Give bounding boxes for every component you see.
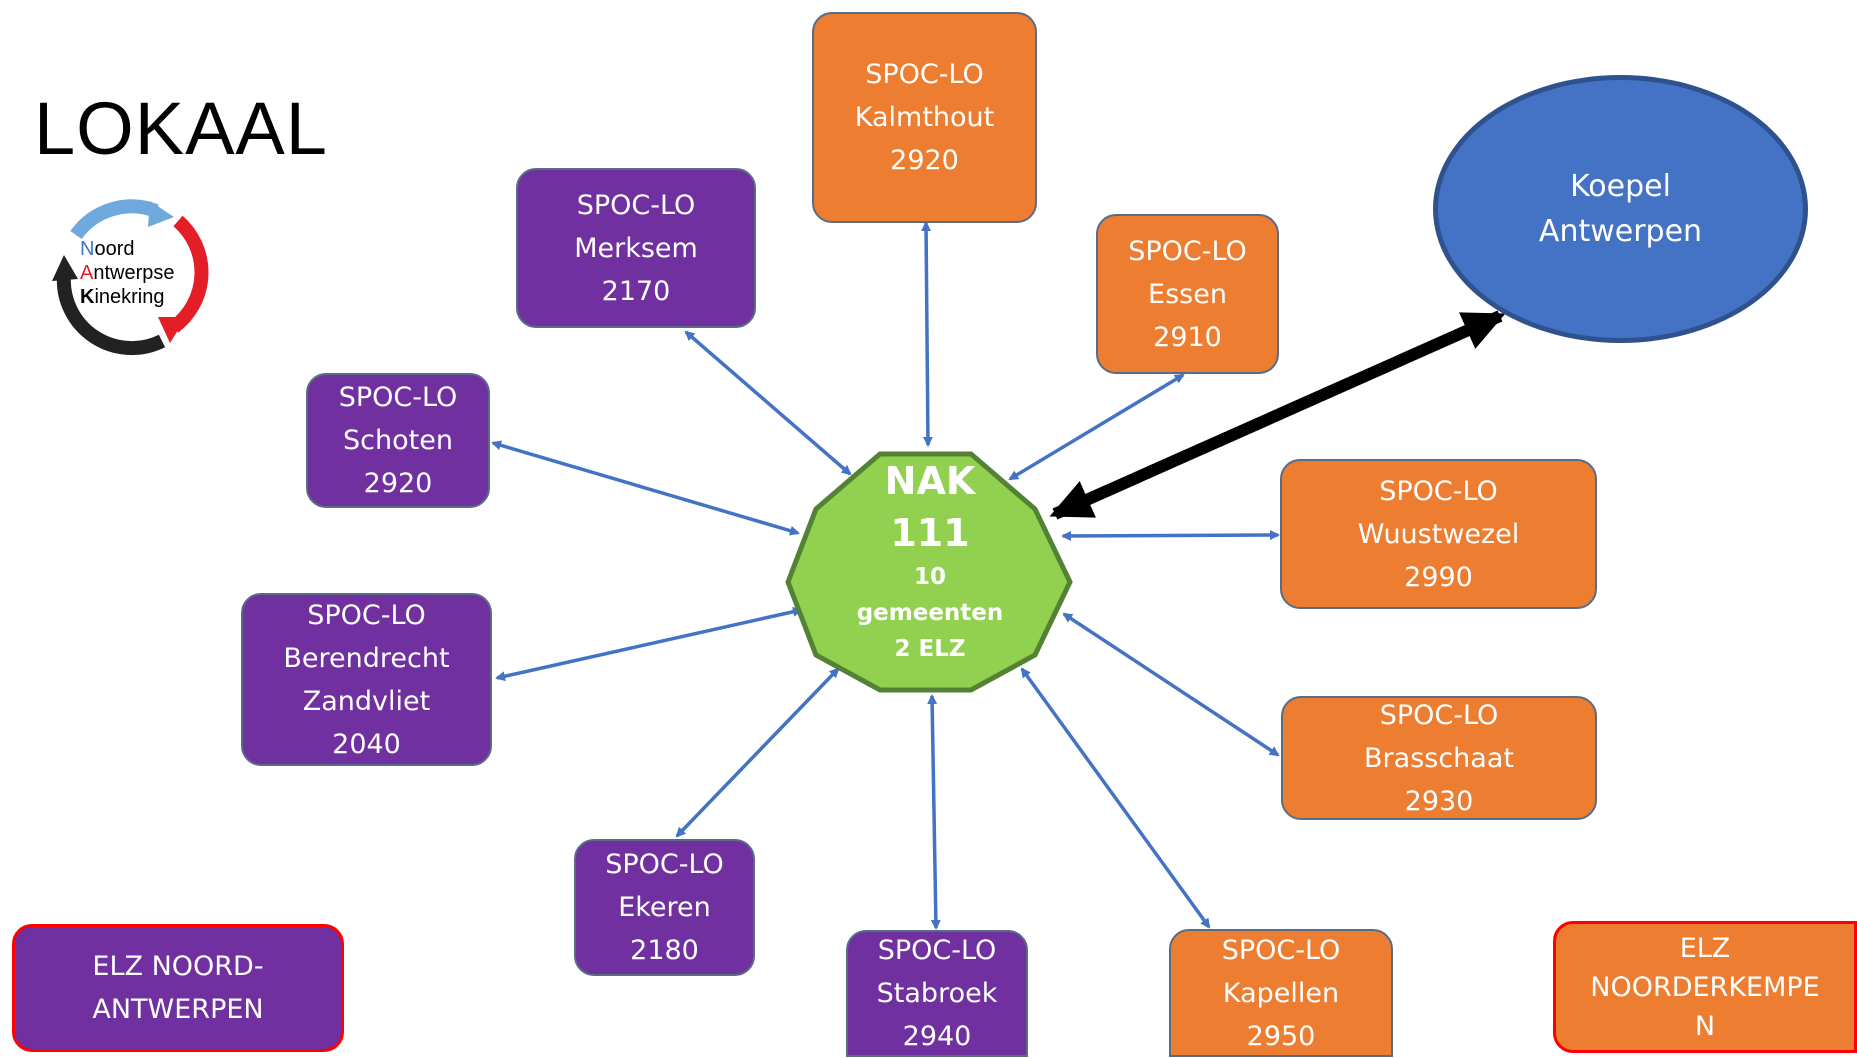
node-line: Essen: [1148, 278, 1227, 310]
node-line: 2940: [902, 1021, 972, 1052]
node-brasschaat: SPOC-LO Brasschaat 2930: [1281, 696, 1597, 820]
node-kapellen: SPOC-LO Kapellen 2950: [1169, 929, 1393, 1057]
node-line: ELZ NOORD-: [92, 951, 264, 982]
node-line: ANTWERPEN: [92, 994, 264, 1025]
node-line: SPOC-LO: [865, 59, 984, 90]
node-line: 2180: [630, 935, 699, 966]
koepel-line-2: Antwerpen: [1538, 214, 1703, 249]
node-line: 2170: [601, 275, 671, 307]
node-line: Wuustwezel: [1357, 518, 1520, 550]
svg-text:Kinekring: Kinekring: [80, 286, 165, 308]
node-line: SPOC-LO: [1221, 934, 1341, 966]
nak-octagon: [785, 451, 1073, 693]
node-line: Brasschaat: [1364, 742, 1514, 774]
node-line: 2930: [1404, 785, 1474, 817]
nak-line-5: 2 ELZ: [894, 636, 966, 662]
node-line: N: [1694, 1010, 1716, 1042]
arrow-schoten: [491, 440, 800, 536]
node-line: Kalmthout: [854, 102, 995, 133]
koepel-line-1: Koepel: [1570, 169, 1671, 204]
nak-line-2: 111: [890, 511, 970, 555]
arrow-kapellen: [1020, 667, 1211, 929]
nak-center-label: NAK 111 10 gemeenten 2 ELZ: [780, 455, 1080, 667]
node-essen: SPOC-LO Essen 2910: [1096, 214, 1279, 374]
arrow-wuustwezel: [1061, 530, 1280, 541]
node-line: 2910: [1153, 321, 1222, 353]
logo-line1-rest: oord: [94, 238, 134, 260]
node-schoten: SPOC-LO Schoten 2920: [306, 373, 490, 508]
arrow-ekeren: [675, 667, 840, 838]
node-wuustwezel: SPOC-LO Wuustwezel 2990: [1280, 459, 1597, 609]
nak-line-1: NAK: [884, 459, 976, 503]
node-stabroek: SPOC-LO Stabroek 2940: [846, 930, 1028, 1057]
node-berendrecht: SPOC-LO Berendrecht Zandvliet 2040: [241, 593, 492, 766]
arrow-merksem: [684, 330, 852, 476]
node-line: SPOC-LO: [307, 599, 426, 631]
node-line: SPOC-LO: [1379, 475, 1498, 507]
node-line: SPOC-LO: [1128, 235, 1247, 267]
node-line: SPOC-LO: [877, 935, 997, 966]
logo-initial-n: N: [80, 238, 94, 260]
node-line: 2920: [890, 145, 959, 176]
node-merksem: SPOC-LO Merksem 2170: [516, 168, 756, 328]
svg-text:Antwerpse: Antwerpse: [80, 262, 175, 284]
node-line: SPOC-LO: [576, 189, 696, 221]
node-line: 2950: [1246, 1020, 1316, 1052]
node-elz-noord-antwerpen: ELZ NOORD- ANTWERPEN: [12, 924, 344, 1052]
node-kalmthout: SPOC-LO Kalmthout 2920: [812, 12, 1037, 223]
node-line: SPOC-LO: [605, 849, 724, 880]
node-line: NOORDERKEMPE: [1590, 971, 1820, 1003]
nak-line-3: 10: [913, 564, 946, 590]
node-line: 2040: [332, 728, 401, 760]
arrow-brasschaat: [1062, 612, 1280, 757]
node-line: Zandvliet: [302, 685, 431, 717]
node-line: Ekeren: [618, 892, 711, 923]
node-line: SPOC-LO: [1379, 699, 1499, 731]
node-line: Merksem: [574, 232, 698, 264]
page-title: LOKAAL: [34, 87, 328, 170]
noord-antwerpse-kinekring-logo: Noord Antwerpse Kinekring: [52, 199, 209, 356]
arrow-stabroek: [927, 694, 941, 930]
node-line: Stabroek: [876, 978, 998, 1009]
nak-line-4: gemeenten: [856, 600, 1004, 626]
node-line: Schoten: [343, 425, 453, 456]
node-line: Kapellen: [1222, 977, 1340, 1009]
node-line: SPOC-LO: [338, 382, 458, 413]
arrow-berendrecht: [495, 606, 803, 682]
arrow-koepel: [1049, 310, 1506, 520]
node-line: Berendrecht: [283, 642, 450, 674]
svg-text:Noord: Noord: [80, 238, 134, 260]
node-line: ELZ: [1679, 932, 1731, 964]
node-elz-noorderkempen: ELZ NOORDERKEMPE N: [1553, 921, 1857, 1053]
arrow-kalmthout: [921, 221, 933, 447]
node-line: 2990: [1404, 561, 1473, 593]
koepel-antwerpen-node: Koepel Antwerpen: [1433, 75, 1808, 343]
node-ekeren: SPOC-LO Ekeren 2180: [574, 839, 755, 976]
node-line: 2920: [363, 468, 433, 499]
